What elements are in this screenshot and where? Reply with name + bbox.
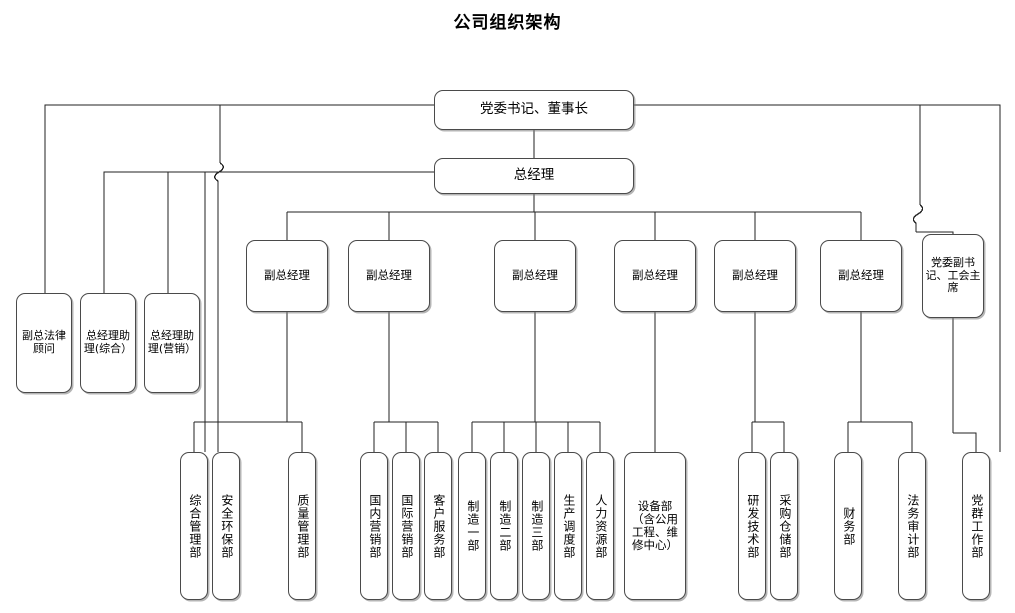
dept-international-marketing-label: 国际营销部 xyxy=(399,493,414,559)
node-vp-2[interactable]: 副总经理 xyxy=(348,240,430,312)
node-chairman[interactable]: 党委书记、董事长 xyxy=(434,90,634,130)
node-assistant-marketing-label: 总经理助理(营销） xyxy=(147,329,197,355)
dept-customer-service-label: 客户服务部 xyxy=(431,493,446,559)
dept-manufacturing-2[interactable]: 制造二部 xyxy=(490,452,518,600)
dept-quality-management-label: 质量管理部 xyxy=(295,493,310,559)
dept-finance-label: 财务部 xyxy=(841,506,856,546)
dept-manufacturing-1-label: 制造一部 xyxy=(465,500,480,552)
node-vp-4[interactable]: 副总经理 xyxy=(614,240,696,312)
dept-manufacturing-3[interactable]: 制造三部 xyxy=(522,452,550,600)
node-vp-6-label: 副总经理 xyxy=(838,268,884,283)
dept-procurement-warehouse-label: 采购仓储部 xyxy=(777,493,792,559)
dept-equipment-label: 设备部（含公用工程、维修中心） xyxy=(632,498,678,553)
dept-procurement-warehouse[interactable]: 采购仓储部 xyxy=(770,452,798,600)
dept-rnd-technology-label: 研发技术部 xyxy=(745,493,760,559)
dept-party-mass-work-label: 党群工作部 xyxy=(969,493,984,559)
dept-quality-management[interactable]: 质量管理部 xyxy=(288,452,316,600)
node-party-vice-secretary[interactable]: 党委副书记、工会主席 xyxy=(922,234,984,318)
dept-production-scheduling[interactable]: 生产调度部 xyxy=(554,452,582,600)
dept-domestic-marketing[interactable]: 国内营销部 xyxy=(360,452,388,600)
dept-manufacturing-3-label: 制造三部 xyxy=(529,500,544,552)
dept-safety-environment-label: 安全环保部 xyxy=(219,493,234,559)
node-assistant-general[interactable]: 总经理助理(综合） xyxy=(80,293,136,393)
dept-production-scheduling-label: 生产调度部 xyxy=(561,493,576,559)
node-vp-5[interactable]: 副总经理 xyxy=(714,240,796,312)
dept-customer-service[interactable]: 客户服务部 xyxy=(424,452,452,600)
node-vp-2-label: 副总经理 xyxy=(366,268,412,283)
dept-party-mass-work[interactable]: 党群工作部 xyxy=(962,452,990,600)
page-title: 公司组织架构 xyxy=(453,13,562,33)
node-assistant-marketing[interactable]: 总经理助理(营销） xyxy=(144,293,200,393)
node-vp-5-label: 副总经理 xyxy=(732,268,778,283)
dept-international-marketing[interactable]: 国际营销部 xyxy=(392,452,420,600)
node-legal-counsel-label: 副总法律顾问 xyxy=(22,329,66,355)
dept-rnd-technology[interactable]: 研发技术部 xyxy=(738,452,766,600)
dept-human-resources-label: 人力资源部 xyxy=(593,493,608,559)
node-vp-1[interactable]: 副总经理 xyxy=(246,240,328,312)
node-vp-3-label: 副总经理 xyxy=(512,268,558,283)
node-vp-4-label: 副总经理 xyxy=(632,268,678,283)
dept-human-resources[interactable]: 人力资源部 xyxy=(586,452,614,600)
dept-safety-environment[interactable]: 安全环保部 xyxy=(212,452,240,600)
node-general-manager-label: 总经理 xyxy=(513,167,555,184)
node-vp-1-label: 副总经理 xyxy=(264,268,310,283)
node-chairman-label: 党委书记、董事长 xyxy=(480,101,588,118)
dept-comprehensive-management-label: 综合管理部 xyxy=(187,493,202,559)
dept-comprehensive-management[interactable]: 综合管理部 xyxy=(180,452,208,600)
node-vp-3[interactable]: 副总经理 xyxy=(494,240,576,312)
dept-legal-audit-label: 法务审计部 xyxy=(905,493,920,559)
dept-manufacturing-1[interactable]: 制造一部 xyxy=(458,452,486,600)
node-general-manager[interactable]: 总经理 xyxy=(434,158,634,194)
dept-finance[interactable]: 财务部 xyxy=(834,452,862,600)
node-vp-6[interactable]: 副总经理 xyxy=(820,240,902,312)
dept-manufacturing-2-label: 制造二部 xyxy=(497,500,512,552)
node-party-vice-secretary-label: 党委副书记、工会主席 xyxy=(925,256,981,295)
dept-legal-audit[interactable]: 法务审计部 xyxy=(898,452,926,600)
node-assistant-general-label: 总经理助理(综合） xyxy=(83,329,133,355)
dept-equipment[interactable]: 设备部（含公用工程、维修中心） xyxy=(624,452,686,600)
dept-domestic-marketing-label: 国内营销部 xyxy=(367,493,382,559)
node-legal-counsel[interactable]: 副总法律顾问 xyxy=(16,293,72,393)
